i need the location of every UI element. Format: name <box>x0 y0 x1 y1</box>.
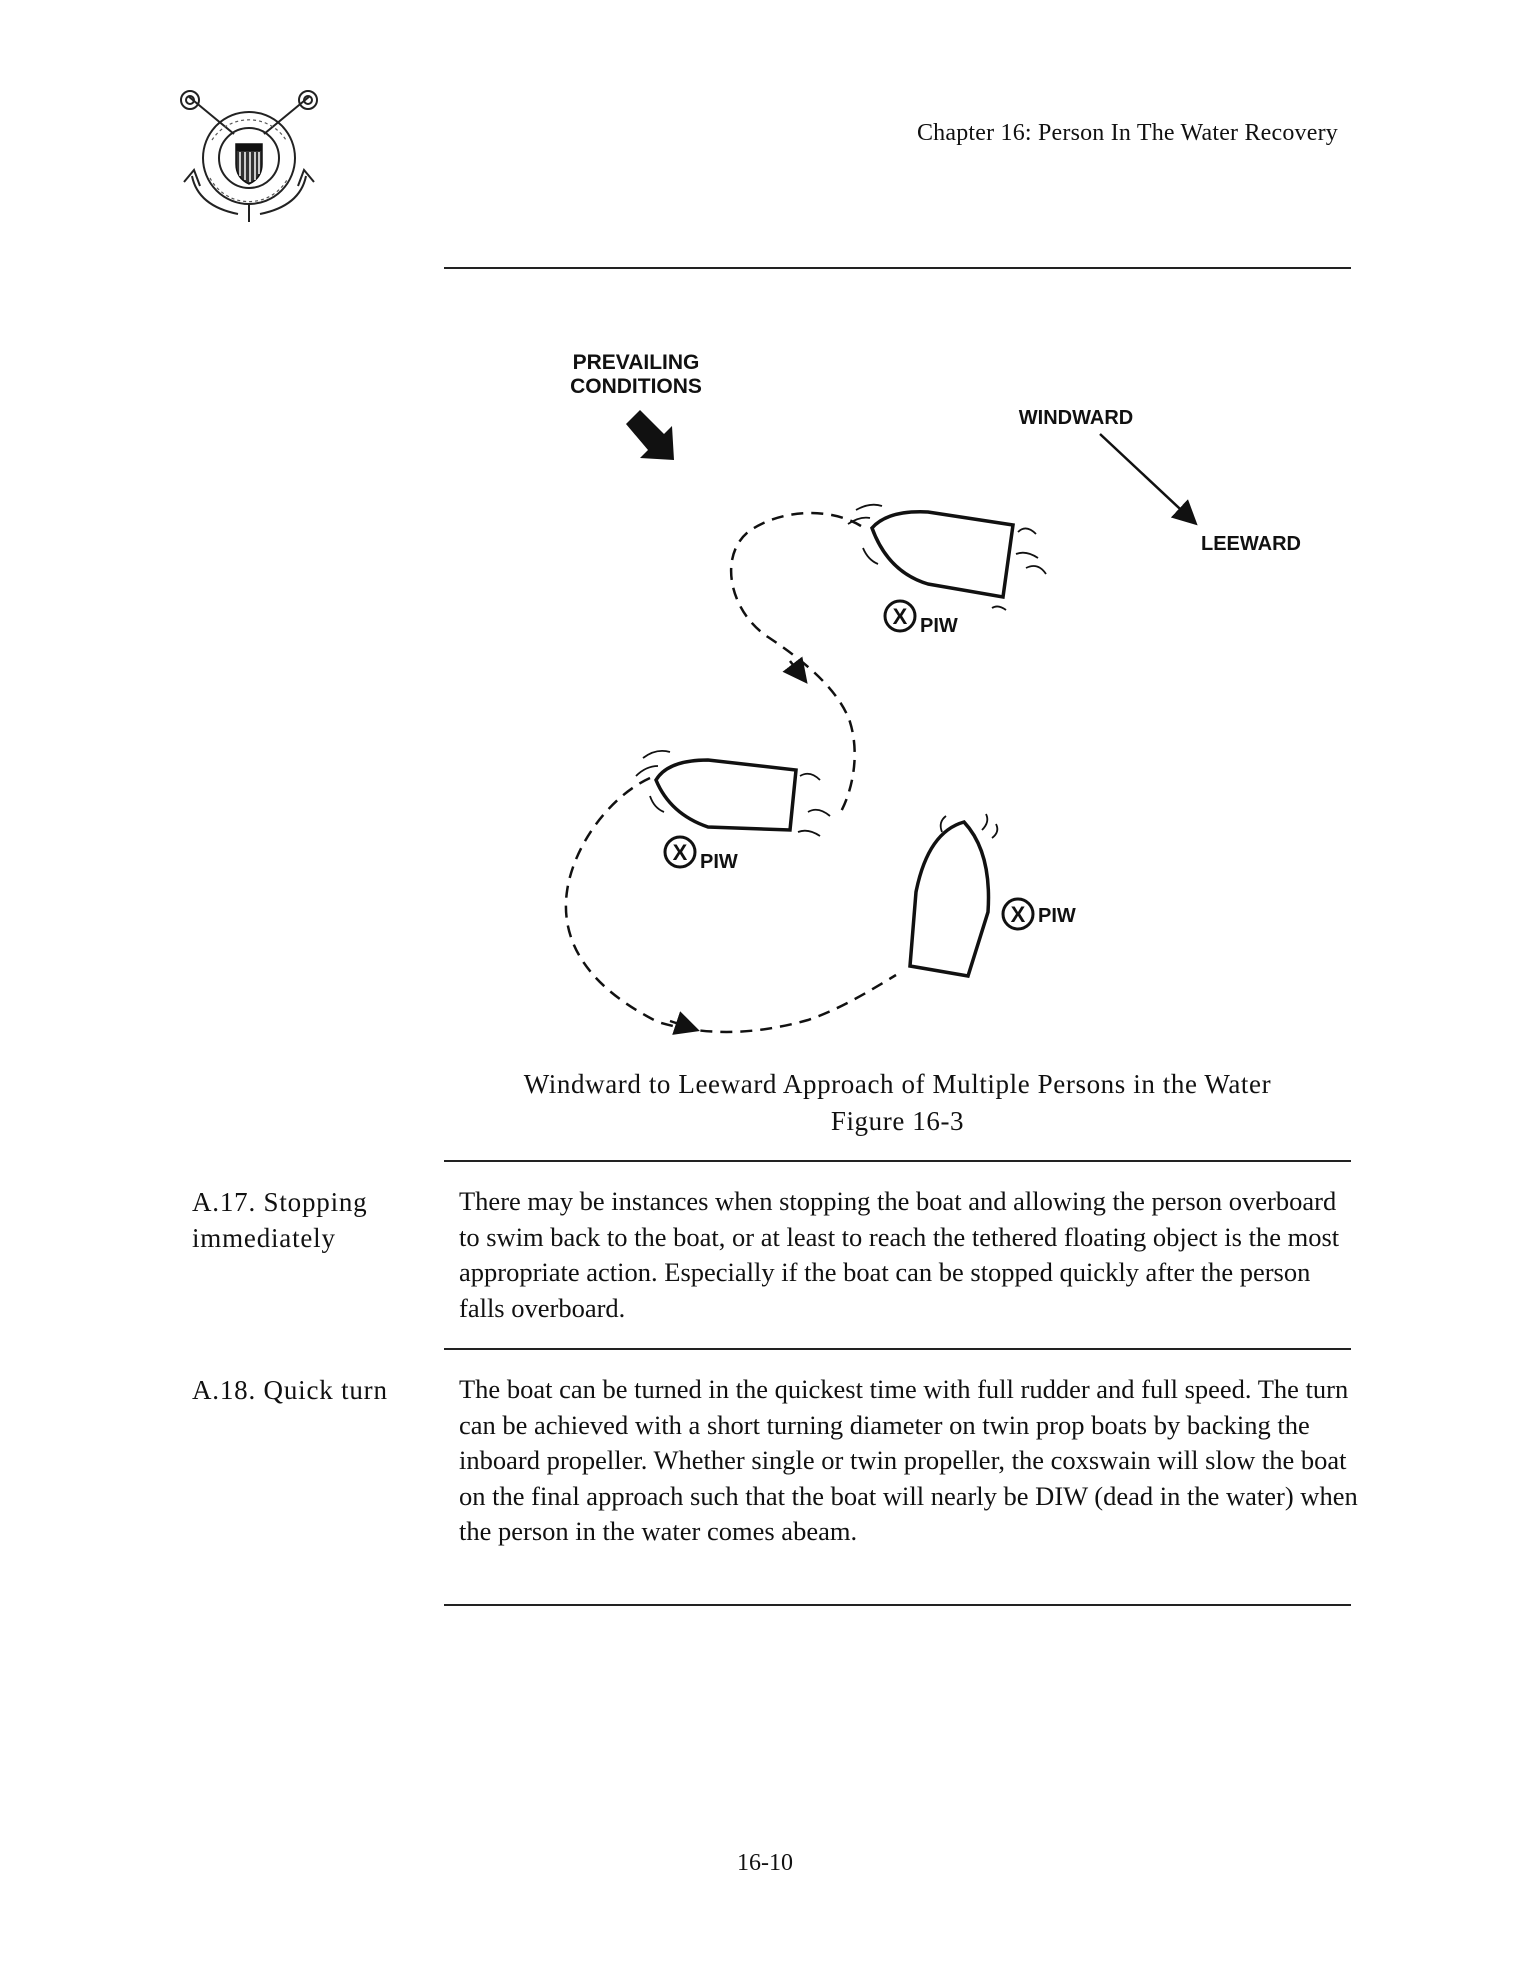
us-coast-guard-seal-icon <box>180 90 318 222</box>
prevailing-arrow-icon <box>626 410 674 460</box>
piw-label-3: PIW <box>1038 905 1076 927</box>
figure-number: Figure 16-3 <box>830 1106 965 1136</box>
prevailing-conditions-label-line1: PREVAILING <box>573 351 700 374</box>
divider <box>444 1604 1351 1606</box>
prevailing-conditions-label-line2: CONDITIONS <box>570 375 702 398</box>
leeward-label: LEEWARD <box>1201 533 1301 555</box>
piw-label-2: PIW <box>700 851 738 873</box>
piw-marker-1: X <box>883 599 917 633</box>
figure-caption-title: Windward to Leeward Approach of Multiple… <box>523 1069 1272 1099</box>
figure-caption: Windward to Leeward Approach of Multiple… <box>444 1066 1351 1140</box>
boat-1 <box>847 503 1047 611</box>
piw-label-1: PIW <box>920 615 958 637</box>
section-body: The boat can be turned in the quickest t… <box>459 1374 1358 1546</box>
divider <box>444 1348 1351 1350</box>
divider <box>444 1160 1351 1162</box>
approach-path <box>729 511 862 818</box>
section-label: A.17. Stopping immediately <box>192 1187 368 1253</box>
approach-path-second <box>564 776 897 1034</box>
section-body: There may be instances when stopping the… <box>459 1186 1340 1323</box>
page-number: 16-10 <box>737 1850 793 1876</box>
svg-text:X: X <box>673 840 688 865</box>
approach-diagram: PREVAILING CONDITIONS WINDWARD LEEWARD X… <box>564 351 1301 1035</box>
windward-label: WINDWARD <box>1019 407 1133 429</box>
divider <box>444 267 1351 269</box>
boat-2 <box>635 749 831 837</box>
svg-text:X: X <box>1011 902 1026 927</box>
path-arrow-icon <box>782 656 808 684</box>
piw-marker-2: X <box>663 835 697 869</box>
svg-text:X: X <box>893 604 908 629</box>
chapter-title: Chapter 16: Person In The Water Recovery <box>916 120 1338 146</box>
wind-direction-arrow <box>1099 433 1198 526</box>
path-arrow-icon <box>669 1011 700 1035</box>
section-label: A.18. Quick turn <box>192 1375 388 1405</box>
piw-marker-3: X <box>1001 897 1035 931</box>
boat-3 <box>908 813 999 978</box>
